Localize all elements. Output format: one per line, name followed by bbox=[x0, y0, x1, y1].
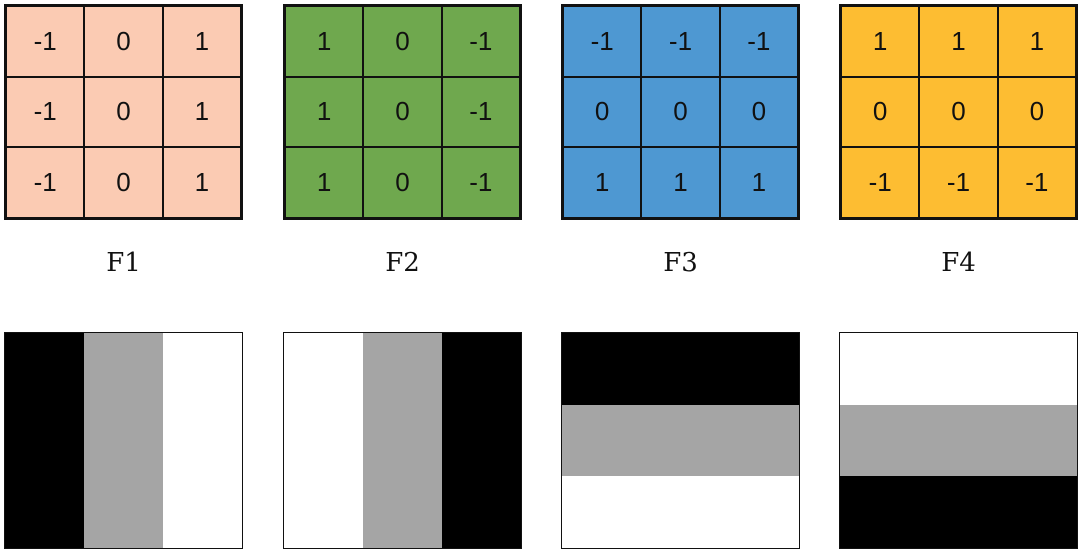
filter-cell: 1 bbox=[564, 148, 641, 217]
pattern-band bbox=[562, 404, 799, 477]
filter-cell: 0 bbox=[842, 77, 919, 147]
edge-pattern-f2 bbox=[283, 332, 522, 549]
filter-cell: 0 bbox=[364, 7, 441, 76]
filter-cell: 1 bbox=[720, 148, 797, 217]
pattern-band bbox=[284, 333, 363, 548]
filter-cell: -1 bbox=[720, 7, 797, 76]
filter-cell: -1 bbox=[442, 77, 519, 147]
filter-cell: 0 bbox=[720, 77, 797, 147]
edge-pattern-f3 bbox=[561, 332, 800, 549]
pattern-band bbox=[562, 333, 799, 405]
filter-cell: 1 bbox=[163, 77, 240, 147]
filter-cell: 0 bbox=[364, 148, 441, 217]
pattern-band bbox=[840, 476, 1077, 548]
filter-cell: -1 bbox=[442, 148, 519, 217]
filter-cell: 0 bbox=[364, 77, 441, 147]
filter-cell: -1 bbox=[998, 148, 1075, 217]
filter-label: F4 bbox=[941, 248, 976, 278]
filter-cell: -1 bbox=[442, 7, 519, 76]
filter-cell: 1 bbox=[286, 77, 363, 147]
filter-label: F2 bbox=[385, 248, 420, 278]
filter-cell: 0 bbox=[642, 77, 719, 147]
pattern-band bbox=[163, 333, 242, 548]
pattern-band bbox=[5, 333, 84, 548]
filter-cell: 0 bbox=[85, 77, 162, 147]
filter-cell: -1 bbox=[642, 7, 719, 76]
filter-cell: -1 bbox=[7, 148, 84, 217]
filter-cell: 1 bbox=[920, 7, 997, 76]
pattern-band bbox=[84, 333, 163, 548]
filter-cell: 0 bbox=[85, 148, 162, 217]
filter-cell: 0 bbox=[920, 77, 997, 147]
filter-cell: 1 bbox=[842, 7, 919, 76]
filter-cell: -1 bbox=[564, 7, 641, 76]
pattern-band bbox=[840, 404, 1077, 477]
filter-cell: 0 bbox=[564, 77, 641, 147]
pattern-band bbox=[442, 333, 521, 548]
filter-cell: -1 bbox=[920, 148, 997, 217]
filter-cell: 1 bbox=[286, 7, 363, 76]
pattern-band bbox=[363, 333, 442, 548]
filter-label: F3 bbox=[663, 248, 698, 278]
pattern-band bbox=[840, 333, 1077, 405]
filter-cell: -1 bbox=[7, 77, 84, 147]
pattern-band bbox=[562, 476, 799, 548]
filter-cell: -1 bbox=[842, 148, 919, 217]
filter-cell: 1 bbox=[163, 148, 240, 217]
filter-cell: 0 bbox=[998, 77, 1075, 147]
filter-label: F1 bbox=[106, 248, 141, 278]
filter-cell: -1 bbox=[7, 7, 84, 76]
filter-cell: 1 bbox=[286, 148, 363, 217]
filter-cell: 1 bbox=[998, 7, 1075, 76]
filter-cell: 0 bbox=[85, 7, 162, 76]
edge-pattern-f1 bbox=[4, 332, 243, 549]
filter-cell: 1 bbox=[642, 148, 719, 217]
edge-pattern-f4 bbox=[839, 332, 1078, 549]
filter-cell: 1 bbox=[163, 7, 240, 76]
